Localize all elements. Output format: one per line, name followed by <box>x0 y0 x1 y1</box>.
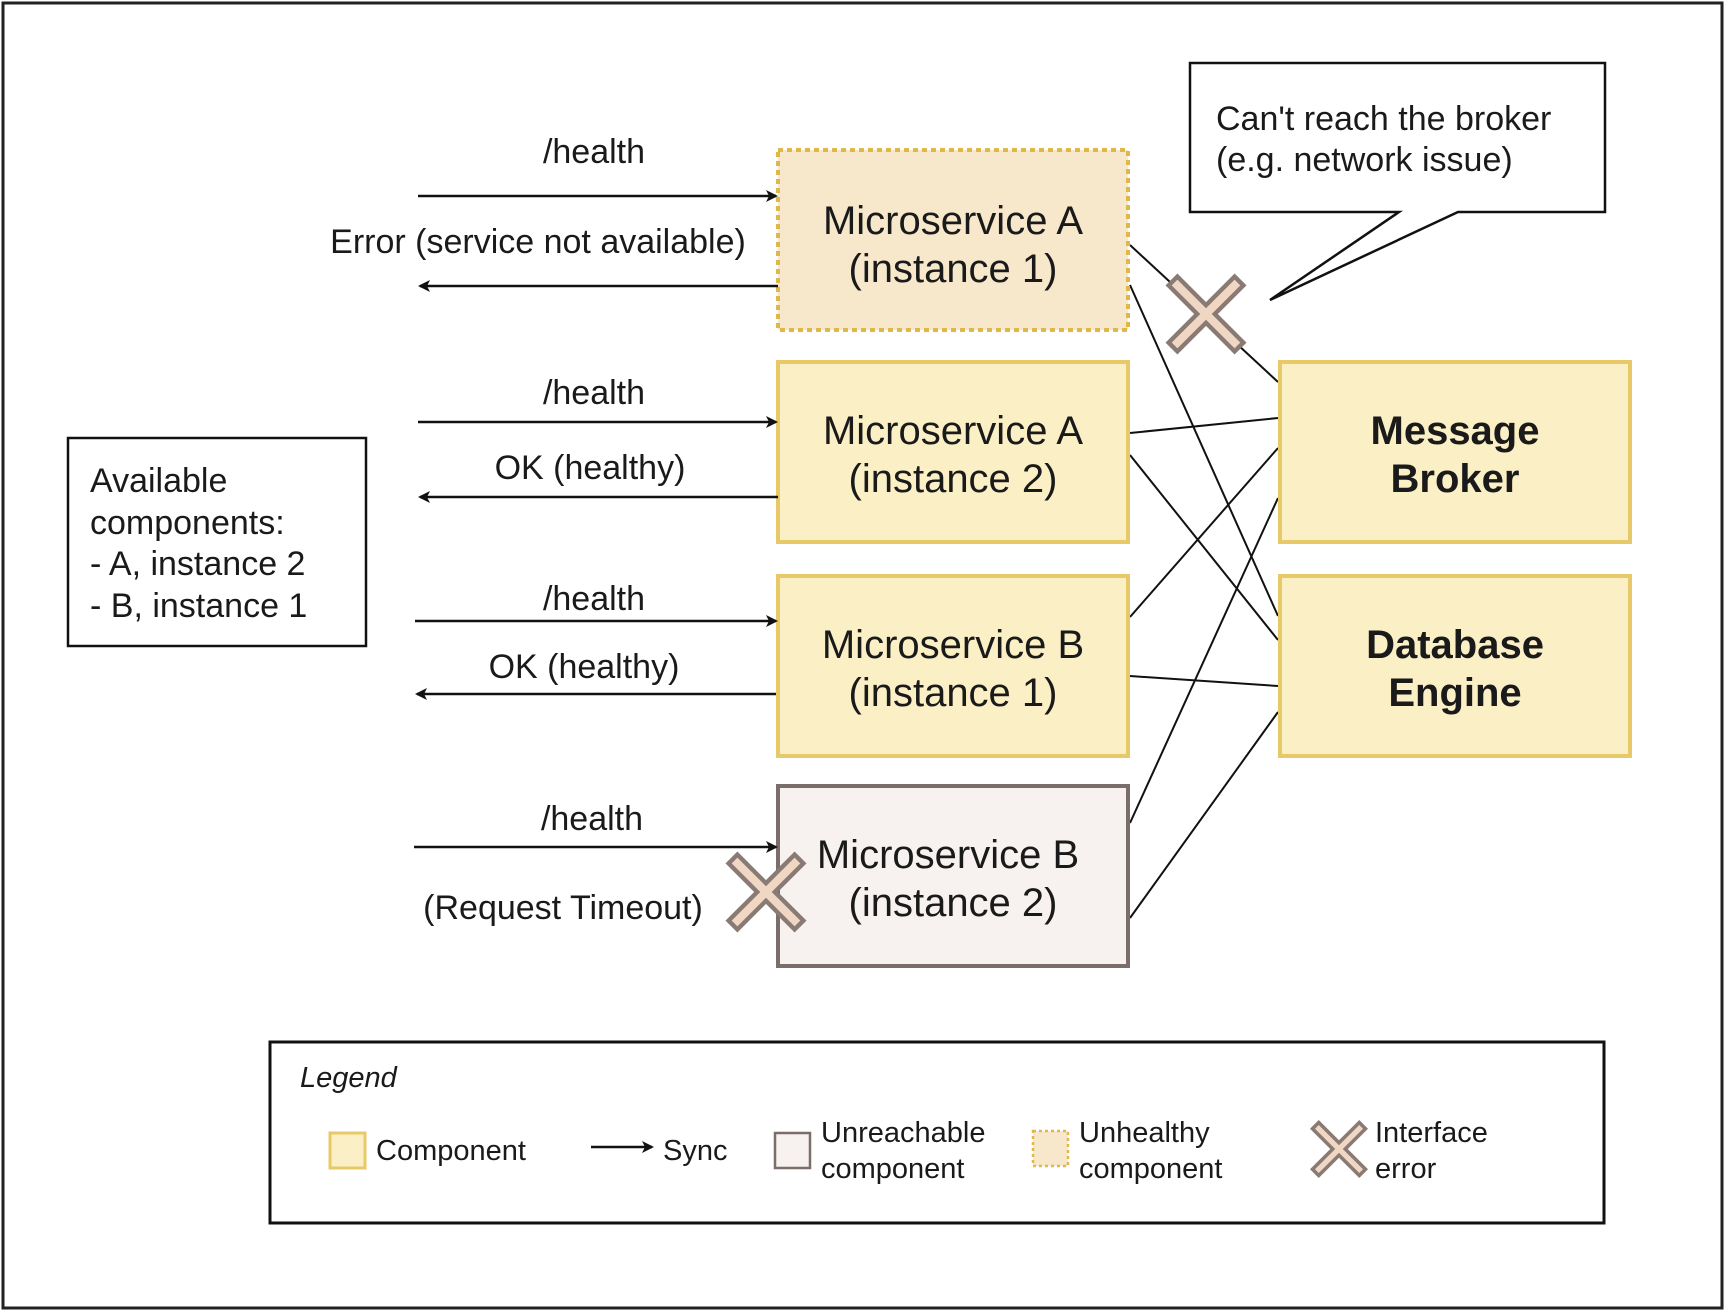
component-swatch <box>328 1131 367 1170</box>
response-label: (Request Timeout) <box>423 889 703 927</box>
microservice-b-instance-2: Microservice B (instance 2) <box>776 784 1130 968</box>
note-box <box>66 436 368 648</box>
database-engine: Database Engine <box>1278 574 1632 758</box>
request-label: /health <box>541 800 643 838</box>
microservice-a-instance-1: Microservice A (instance 1) <box>776 148 1130 332</box>
backend-name-line1: Message <box>1371 409 1540 453</box>
unhealthy-swatch <box>1031 1129 1070 1168</box>
microservice-box <box>776 784 1130 968</box>
callout-line: (e.g. network issue) <box>1216 141 1513 179</box>
backend-name-line1: Database <box>1366 623 1544 667</box>
health-check-b1: /health OK (healthy) <box>415 580 778 700</box>
legend-label: Unreachable <box>821 1117 985 1149</box>
legend-label: Interface <box>1375 1117 1488 1149</box>
dependency-connections <box>1129 244 1279 919</box>
connection-b2-database <box>1129 711 1279 919</box>
request-label: /health <box>543 133 645 171</box>
request-label: /health <box>543 374 645 412</box>
legend-label: Component <box>376 1135 526 1167</box>
microservice-instance: (instance 1) <box>849 247 1058 291</box>
response-label: OK (healthy) <box>489 648 680 686</box>
health-check-b2: /health (Request Timeout) <box>414 800 778 927</box>
legend: Legend Component Sync Unreachable compon… <box>268 1040 1606 1225</box>
backend-box <box>1278 360 1632 544</box>
legend-label: error <box>1375 1153 1437 1185</box>
backend-box <box>1278 574 1632 758</box>
microservice-name: Microservice B <box>822 623 1084 667</box>
legend-label: Unhealthy <box>1079 1117 1210 1149</box>
connection-a1-database <box>1129 284 1279 617</box>
message-broker: Message Broker <box>1278 360 1632 544</box>
backend-name-line2: Engine <box>1388 671 1521 715</box>
connection-a2-broker <box>1129 417 1279 434</box>
request-label: /health <box>543 580 645 618</box>
microservice-box <box>776 360 1130 544</box>
unreachable-swatch <box>773 1131 812 1170</box>
health-check-a2: /health OK (healthy) <box>418 374 778 503</box>
available-components-note: Available components: - A, instance 2 - … <box>66 436 368 648</box>
callout-line: Can't reach the broker <box>1216 100 1551 138</box>
broker-callout: Can't reach the broker (e.g. network iss… <box>1188 61 1607 302</box>
note-line: - B, instance 1 <box>90 587 307 625</box>
connection-a2-database <box>1129 454 1279 641</box>
microservice-a-instance-2: Microservice A (instance 2) <box>776 360 1130 544</box>
note-line: - A, instance 2 <box>90 545 305 583</box>
backend-name-line2: Broker <box>1391 457 1520 501</box>
response-label: OK (healthy) <box>495 449 686 487</box>
microservice-box <box>776 148 1130 332</box>
microservice-name: Microservice A <box>823 199 1083 243</box>
connection-b1-broker <box>1129 447 1279 618</box>
microservice-name: Microservice B <box>817 833 1079 877</box>
microservice-b-instance-1: Microservice B (instance 1) <box>776 574 1130 758</box>
callout-shape <box>1188 61 1607 302</box>
legend-title: Legend <box>300 1062 398 1094</box>
note-line: Available <box>90 462 227 500</box>
microservice-name: Microservice A <box>823 409 1083 453</box>
microservice-instance: (instance 1) <box>849 671 1058 715</box>
microservice-box <box>776 574 1130 758</box>
legend-label: Sync <box>663 1135 727 1167</box>
microservice-instance: (instance 2) <box>849 457 1058 501</box>
legend-label: component <box>1079 1153 1223 1185</box>
response-label: Error (service not available) <box>330 223 746 261</box>
connection-b1-database <box>1129 675 1279 687</box>
connection-b2-broker <box>1129 497 1279 824</box>
microservice-instance: (instance 2) <box>849 881 1058 925</box>
legend-label: component <box>821 1153 965 1185</box>
health-check-a1: /health Error (service not available) <box>330 133 778 292</box>
legend-box <box>268 1040 1606 1225</box>
note-line: components: <box>90 504 285 542</box>
